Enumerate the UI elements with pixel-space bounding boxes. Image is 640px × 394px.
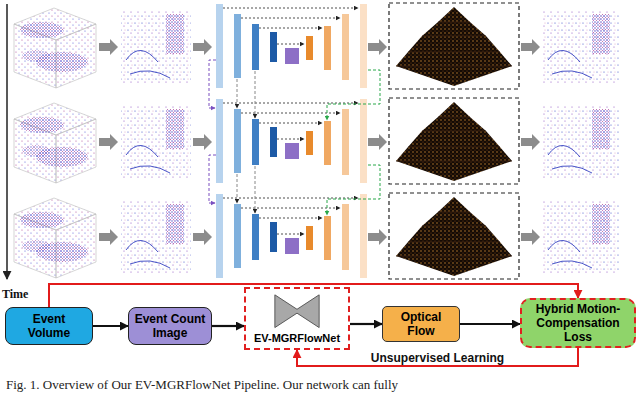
connector bbox=[212, 325, 244, 327]
node-label: Optical Flow bbox=[387, 310, 455, 338]
pipeline-row bbox=[14, 193, 620, 279]
time-axis bbox=[6, 4, 8, 279]
node-label: Hybrid Motion-Compensation Loss bbox=[526, 302, 630, 344]
node-label: Event Volume bbox=[10, 312, 88, 340]
node-label: EV-MGRFlowNet bbox=[250, 332, 344, 345]
edge-label: Unsupervised Learning bbox=[369, 351, 506, 365]
recurrent-links bbox=[209, 155, 380, 215]
connector bbox=[93, 325, 128, 327]
pipeline-row bbox=[14, 98, 620, 184]
connector bbox=[350, 323, 382, 325]
connector bbox=[297, 348, 578, 366]
process-box: Event Count Image bbox=[128, 307, 212, 345]
output-box: Optical Flow bbox=[382, 306, 460, 342]
loss-box: Hybrid Motion-Compensation Loss bbox=[520, 298, 636, 348]
network-box: EV-MGRFlowNet bbox=[244, 287, 350, 350]
connector bbox=[460, 323, 520, 325]
pipeline-row bbox=[14, 3, 620, 89]
node-label: Event Count Image bbox=[133, 312, 207, 340]
network-symbol bbox=[246, 291, 348, 335]
recurrent-links bbox=[209, 60, 380, 120]
axis-label: Time bbox=[2, 287, 28, 302]
input-box: Event Volume bbox=[5, 307, 93, 345]
figure-caption: Fig. 1. Overview of Our EV-MGRFlowNet Pi… bbox=[6, 377, 398, 393]
